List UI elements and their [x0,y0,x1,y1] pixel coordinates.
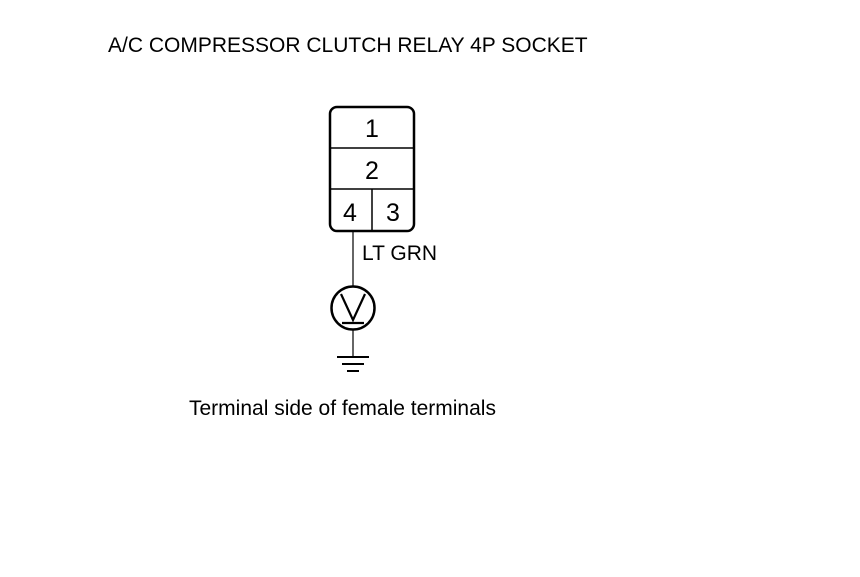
diagram-title: A/C COMPRESSOR CLUTCH RELAY 4P SOCKET [108,34,588,57]
wire-color-label: LT GRN [362,242,438,265]
terminal-2-label: 2 [365,157,379,185]
diagram-caption: Terminal side of female terminals [189,397,496,420]
ground-icon [337,356,369,372]
terminal-1-label: 1 [365,115,379,143]
terminal-3-label: 3 [386,199,400,227]
terminal-4-label: 4 [343,199,357,227]
voltmeter-icon [330,285,376,331]
